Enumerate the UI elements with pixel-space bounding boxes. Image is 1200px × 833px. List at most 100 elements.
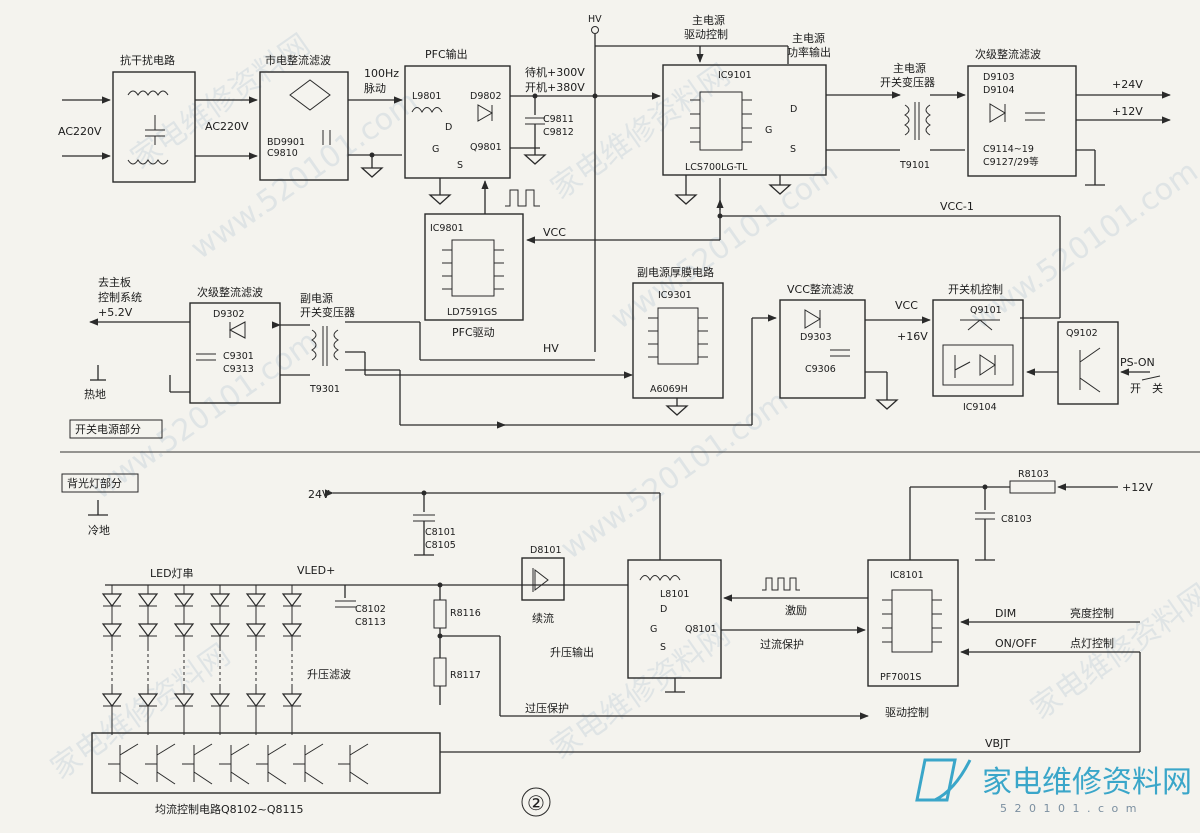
- svg-text:24V: 24V: [308, 488, 330, 501]
- svg-text:PFC驱动: PFC驱动: [452, 326, 495, 339]
- svg-text:LD7591GS: LD7591GS: [447, 307, 497, 318]
- svg-text:L8101: L8101: [660, 589, 689, 600]
- svg-text:DIM: DIM: [995, 607, 1016, 620]
- current-balance-circuit: 均流控制电路Q8102~Q8115: [91, 732, 441, 816]
- svg-text:控制系统: 控制系统: [98, 290, 142, 304]
- secondary-rectifier-block: 次级整流滤波 D9103 D9104 C9114~19 C9127/29等: [967, 47, 1077, 177]
- ic8101-block: IC8101 PF7001S: [867, 559, 959, 687]
- svg-text:亮度控制: 亮度控制: [1070, 606, 1114, 620]
- svg-text:LED灯串: LED灯串: [150, 567, 194, 580]
- svg-text:C9301: C9301: [223, 351, 254, 362]
- svg-text:主电源: 主电源: [893, 61, 926, 75]
- svg-text:过压保护: 过压保护: [525, 701, 569, 715]
- ic9301-block: 副电源厚膜电路 IC9301 A6069H: [632, 265, 724, 399]
- svg-text:VCC: VCC: [543, 226, 566, 239]
- svg-text:+16V: +16V: [897, 330, 928, 343]
- svg-text:IC8101: IC8101: [890, 570, 924, 581]
- led-diode: [281, 693, 303, 707]
- svg-text:C9810: C9810: [267, 148, 298, 159]
- figure-number: ②: [527, 791, 545, 815]
- svg-text:S: S: [457, 160, 463, 171]
- svg-text:PF7001S: PF7001S: [880, 672, 921, 683]
- led-diode: [209, 693, 231, 707]
- svg-text:C9811: C9811: [543, 114, 574, 125]
- svg-text:家电维修资料网: 家电维修资料网: [982, 765, 1192, 800]
- svg-text:开关机控制: 开关机控制: [948, 282, 1003, 296]
- svg-text:LCS700LG-TL: LCS700LG-TL: [685, 162, 748, 173]
- svg-text:S: S: [660, 642, 666, 653]
- svg-text:VCC-1: VCC-1: [940, 200, 974, 213]
- svg-text:D: D: [660, 604, 667, 615]
- svg-text:Q8101: Q8101: [685, 624, 717, 635]
- led-diode: [137, 623, 159, 637]
- svg-text:C9306: C9306: [805, 364, 836, 375]
- svg-text:+12V: +12V: [1112, 105, 1143, 118]
- svg-text:+24V: +24V: [1112, 78, 1143, 91]
- svg-text:VLED+: VLED+: [297, 564, 335, 577]
- svg-text:升压输出: 升压输出: [550, 645, 594, 659]
- svg-text:待机+300V: 待机+300V: [525, 65, 585, 79]
- led-diode: [137, 693, 159, 707]
- svg-text:功率输出: 功率输出: [787, 45, 831, 59]
- led-diode: [101, 693, 123, 707]
- figure-number-badge: [521, 787, 551, 817]
- svg-text:C8105: C8105: [425, 540, 456, 551]
- svg-text:G: G: [650, 624, 657, 635]
- svg-text:www.520101.com: www.520101.com: [605, 154, 845, 337]
- svg-text:Q9801: Q9801: [470, 142, 502, 153]
- led-diode: [245, 593, 267, 607]
- watermark: 家电维修资料网 www.520101.com www.520101.com 家电…: [45, 27, 1200, 786]
- q9102-block: Q9102: [1057, 321, 1119, 405]
- svg-text:市电整流滤波: 市电整流滤波: [265, 53, 331, 67]
- svg-text:S: S: [790, 144, 796, 155]
- svg-text:PS-ON: PS-ON: [1120, 356, 1155, 369]
- svg-text:5 2 0 1 0 1 . c o m: 5 2 0 1 0 1 . c o m: [1000, 802, 1138, 815]
- svg-text:IC9101: IC9101: [718, 70, 752, 81]
- svg-text:去主板: 去主板: [98, 275, 131, 289]
- svg-text:D9104: D9104: [983, 85, 1015, 96]
- svg-text:热地: 热地: [84, 388, 106, 401]
- svg-text:R8117: R8117: [450, 670, 481, 681]
- svg-text:均流控制电路Q8102~Q8115: 均流控制电路Q8102~Q8115: [155, 802, 304, 816]
- svg-text:抗干扰电路: 抗干扰电路: [120, 53, 175, 67]
- svg-text:开机+380V: 开机+380V: [525, 80, 585, 94]
- svg-text:IC9301: IC9301: [658, 290, 692, 301]
- svg-text:点灯控制: 点灯控制: [1070, 636, 1114, 650]
- svg-text:过流保护: 过流保护: [760, 637, 804, 651]
- svg-text:D: D: [445, 122, 452, 133]
- emi-filter-block: 抗干扰电路: [112, 53, 196, 183]
- svg-text:100Hz: 100Hz: [364, 67, 399, 80]
- svg-text:次级整流滤波: 次级整流滤波: [197, 285, 263, 299]
- led-diode: [173, 693, 195, 707]
- svg-text:C8103: C8103: [1001, 514, 1032, 525]
- svg-text:C9127/29等: C9127/29等: [983, 156, 1039, 168]
- main-transformer: 主电源 开关变压器 T9101: [880, 61, 935, 171]
- sub-transformer: 副电源 开关变压器 T9301: [300, 291, 355, 395]
- svg-text:D9802: D9802: [470, 91, 502, 102]
- svg-text:+12V: +12V: [1122, 481, 1153, 494]
- svg-text:C8102: C8102: [355, 604, 386, 615]
- svg-text:主电源: 主电源: [792, 31, 825, 45]
- power-switch-control: 开关机控制 Q9101 IC9104: [932, 282, 1024, 413]
- svg-text:G: G: [432, 144, 439, 155]
- svg-text:次级整流滤波: 次级整流滤波: [975, 47, 1041, 61]
- svg-text:+5.2V: +5.2V: [98, 306, 133, 319]
- led-diode: [173, 623, 195, 637]
- svg-text:R8103: R8103: [1018, 469, 1049, 480]
- svg-text:家电维修资料网: 家电维修资料网: [545, 617, 737, 766]
- svg-text:AC220V: AC220V: [205, 120, 249, 133]
- svg-text:ON/OFF: ON/OFF: [995, 637, 1037, 650]
- svg-text:开: 开: [1130, 382, 1141, 395]
- led-diode: [209, 623, 231, 637]
- backlight-section-label: 背光灯部分: [67, 476, 122, 490]
- svg-text:C8101: C8101: [425, 527, 456, 538]
- ic9101-block: IC9101 D G S LCS700LG-TL: [662, 64, 827, 176]
- svg-text:冷地: 冷地: [88, 524, 110, 537]
- svg-text:续流: 续流: [532, 611, 554, 625]
- svg-text:D: D: [790, 104, 797, 115]
- svg-text:升压滤波: 升压滤波: [307, 668, 351, 681]
- power-section-label: 开关电源部分: [75, 422, 141, 436]
- led-diode: [281, 623, 303, 637]
- svg-text:VCC整流滤波: VCC整流滤波: [787, 282, 854, 296]
